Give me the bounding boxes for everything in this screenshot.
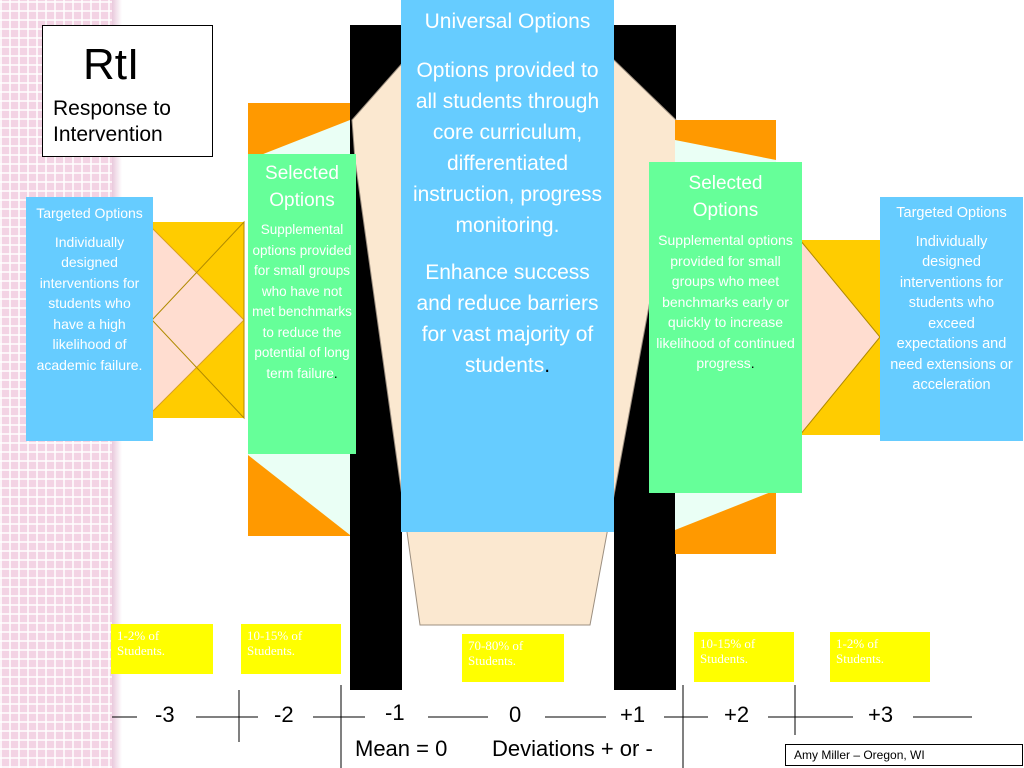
universal-body-options: Options provided to all students through… [412,59,603,237]
percent-badge-plus2: 10-15% of Students. [694,632,794,682]
credit-box: Amy Miller – Oregon, WI [785,744,1023,766]
axis-tick-plus2: +2 [724,702,750,727]
axis-tick-plus3: +3 [868,702,894,727]
axis-tick-zero: 0 [509,702,522,727]
percent-badge-center: 70-80% of Students. [462,634,564,682]
universal-body-enhance: Enhance success and reduce barriers for … [409,257,606,381]
targeted-right-body: Individually designed interventions for … [890,233,1013,394]
targeted-left-body: Individually designed interventions for … [36,233,143,373]
selected-right-body-text: Supplemental options provided for small … [656,232,795,371]
axis-tick-minus3: -3 [155,702,175,727]
axis-tick-minus1: -1 [385,700,405,725]
title-subtitle-line2: Intervention [53,123,163,146]
universal-heading: Universal Options [424,10,591,33]
selected-right-body: Supplemental options provided for small … [655,230,796,374]
universal-body-enhance-text: Enhance success and reduce barriers for … [416,261,599,377]
universal-period: . [544,354,551,377]
selected-left-heading: Selected Options [265,163,339,211]
selected-left-period: . [333,365,338,381]
percent-badge-plus3: 1-2% of Students. [830,632,930,682]
selected-left-body: Supplemental options provided for small … [252,220,352,384]
universal-options-box: Universal Options Options provided to al… [401,0,614,532]
selected-right-heading: Selected Options [688,173,763,221]
targeted-options-left-box: Targeted Options Individually designed i… [26,197,153,441]
title-subtitle: Response to Intervention [53,96,171,148]
title-box: RtI Response to Intervention [42,25,213,157]
peach-triangle-left-inner [151,220,245,420]
targeted-options-right-box: Targeted Options Individually designed i… [880,197,1023,441]
title-subtitle-line1: Response to [53,97,171,120]
title-rti: RtI [83,40,140,89]
axis-line [112,685,972,768]
selected-options-left-box: Selected Options Supplemental options pr… [248,154,356,454]
axis-tick-minus2: -2 [274,702,294,727]
percent-badge-minus2: 10-15% of Students. [241,624,341,674]
targeted-right-heading: Targeted Options [896,205,1007,221]
selected-options-right-box: Selected Options Supplemental options pr… [649,162,802,493]
footer-mean: Mean = 0 [355,736,448,761]
percent-badge-minus3: 1-2% of Students. [111,624,213,674]
selected-left-body-text: Supplemental options provided for small … [252,222,352,381]
selected-right-period: . [750,355,755,371]
targeted-left-heading: Targeted Options [36,205,143,221]
footer-deviations: Deviations + or - [492,736,653,761]
axis-tick-plus1: +1 [620,702,646,727]
